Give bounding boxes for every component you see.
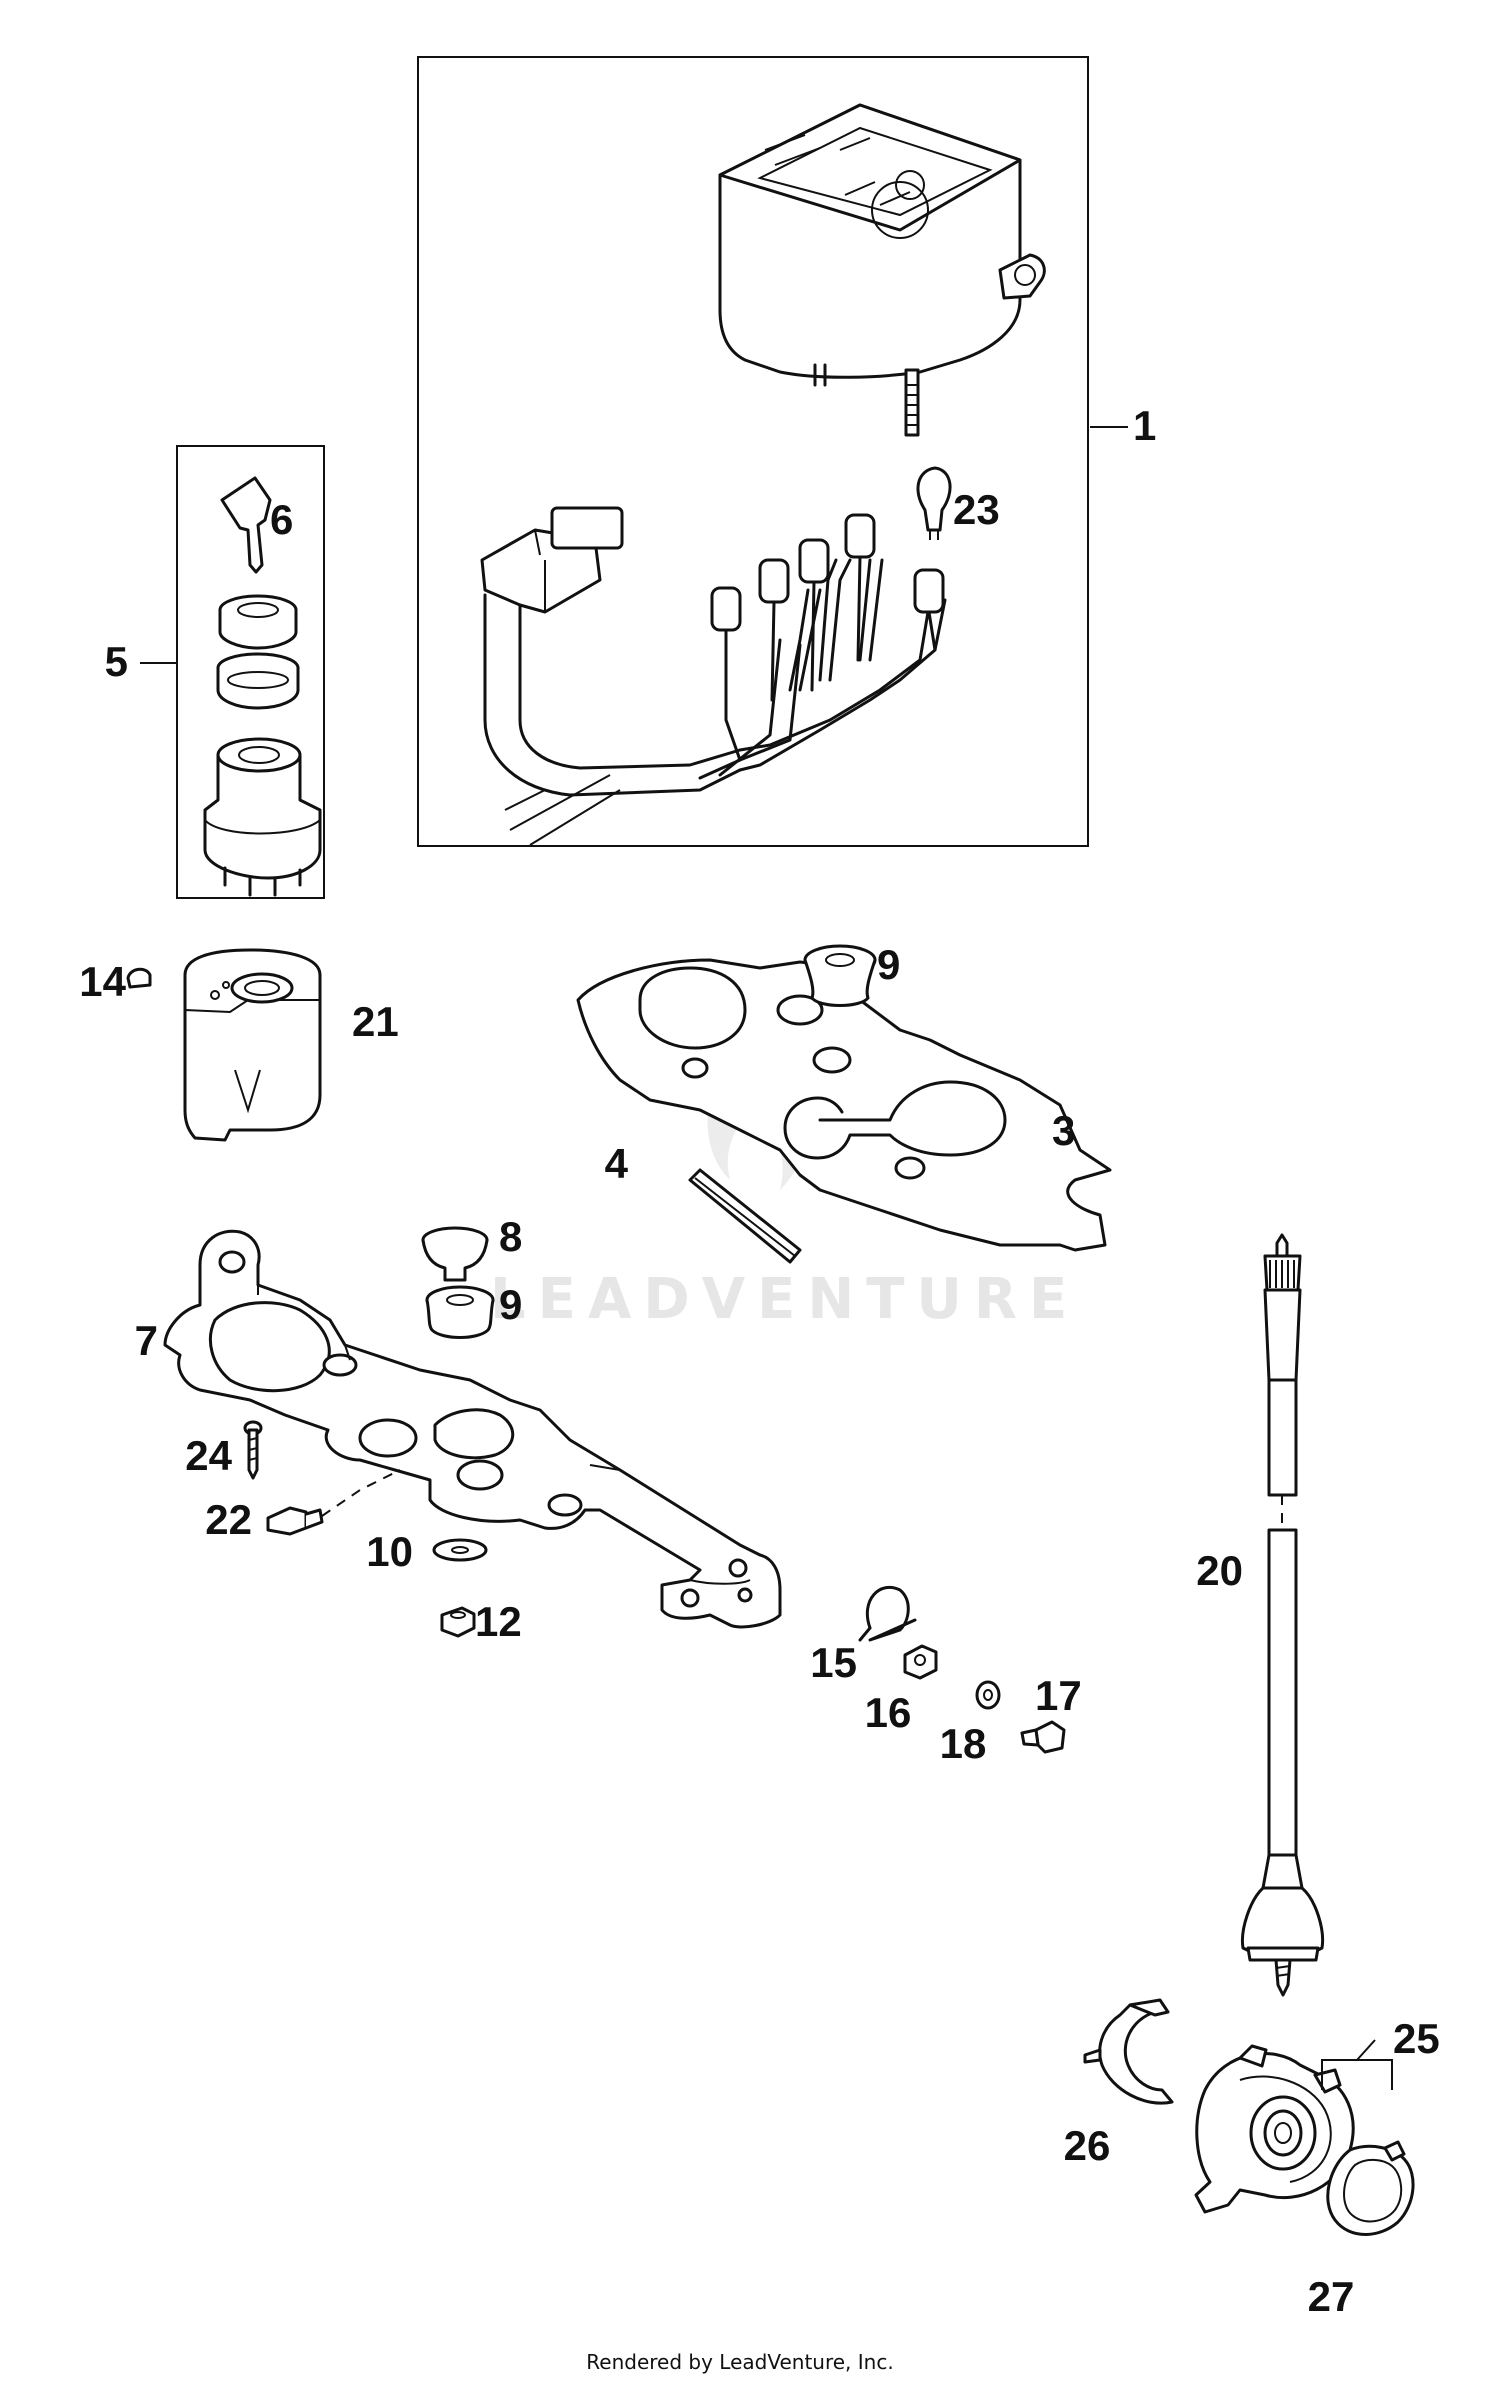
callout-8: 8 — [499, 1213, 522, 1260]
switch-cover[interactable] — [183, 948, 322, 1142]
retaining-clip[interactable] — [1083, 1998, 1174, 2105]
grommet-top[interactable] — [803, 944, 877, 1007]
callout-9-lower: 9 — [499, 1281, 522, 1328]
callout-26: 26 — [1064, 2122, 1111, 2169]
bolt-22[interactable] — [266, 1469, 401, 1536]
bulb[interactable] — [916, 466, 952, 540]
cable-clip[interactable] — [858, 1586, 917, 1642]
callout-17: 17 — [1035, 1672, 1082, 1719]
dash-plate[interactable] — [576, 958, 1112, 1252]
callout-22: 22 — [205, 1496, 252, 1543]
callout-20: 20 — [1196, 1547, 1243, 1594]
callout-21: 21 — [352, 998, 399, 1045]
bracket[interactable] — [163, 1229, 782, 1629]
callout-4: 4 — [605, 1140, 629, 1187]
callout-6: 6 — [270, 496, 293, 543]
ignition-switch[interactable] — [203, 737, 322, 897]
lock-ring[interactable] — [1326, 2140, 1415, 2236]
screw-17[interactable] — [1020, 1720, 1066, 1754]
screw-24[interactable] — [243, 1420, 263, 1480]
callout-7: 7 — [135, 1317, 158, 1364]
callout-15: 15 — [810, 1639, 857, 1686]
speedometer-drive[interactable] — [1194, 2044, 1355, 2214]
callout-27: 27 — [1308, 2273, 1355, 2320]
callout-1: 1 — [1133, 402, 1156, 449]
washer-10[interactable] — [432, 1538, 488, 1562]
cap[interactable] — [126, 967, 152, 989]
nut-16[interactable] — [903, 1644, 938, 1680]
callout-18: 18 — [940, 1720, 987, 1767]
speedometer-cable[interactable] — [1240, 1233, 1325, 1997]
callout-14: 14 — [79, 958, 126, 1005]
watermark-text: LEADVENTURE — [490, 1267, 1079, 1332]
switch-washer[interactable] — [216, 652, 300, 710]
leader-25 — [1321, 2039, 1393, 2090]
callout-12: 12 — [475, 1598, 522, 1645]
callout-5: 5 — [105, 638, 128, 685]
instrument-cluster[interactable] — [718, 103, 1046, 437]
nut-12[interactable] — [440, 1606, 476, 1638]
edge-trim[interactable] — [688, 1168, 802, 1264]
washer-18[interactable] — [975, 1680, 1001, 1710]
footer-credit: Rendered by LeadVenture, Inc. — [586, 2350, 893, 2374]
grommet-8[interactable] — [421, 1226, 489, 1282]
instrument-group-frame — [417, 56, 1089, 847]
callout-3: 3 — [1052, 1107, 1075, 1154]
callout-25: 25 — [1393, 2015, 1440, 2062]
callout-16: 16 — [865, 1689, 912, 1736]
ignition-group-frame — [176, 445, 325, 899]
callout-23: 23 — [953, 486, 1000, 533]
callout-10: 10 — [366, 1528, 413, 1575]
wiring-harness[interactable] — [480, 506, 947, 846]
callout-24: 24 — [185, 1432, 232, 1479]
grommet-lower[interactable] — [425, 1285, 495, 1339]
switch-nut[interactable] — [218, 594, 298, 650]
ignition-key[interactable] — [220, 476, 272, 574]
callout-9-top: 9 — [877, 941, 900, 988]
